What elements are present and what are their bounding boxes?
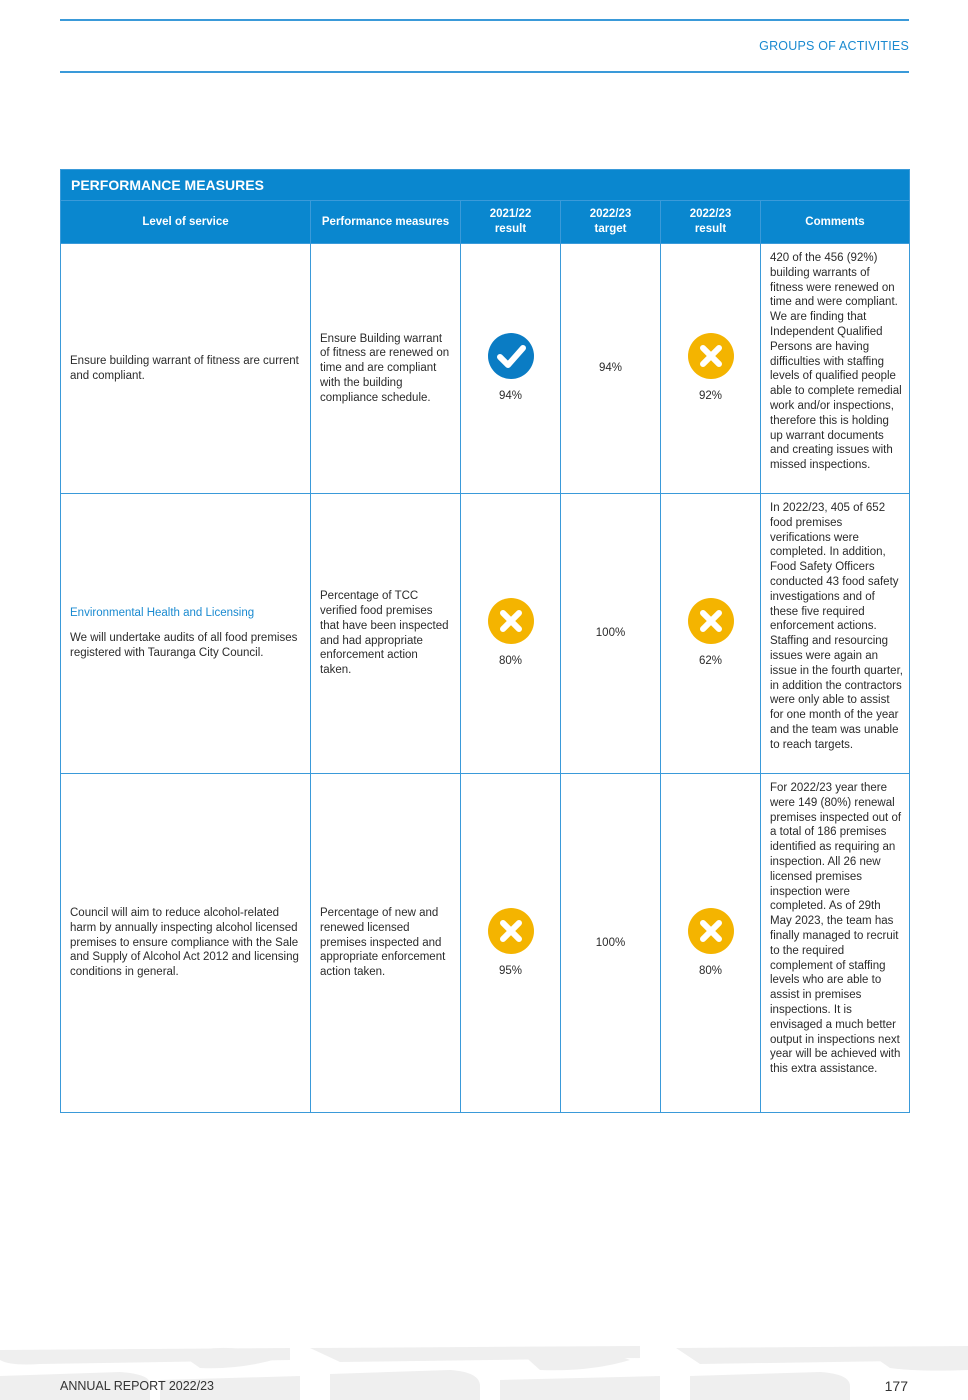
footer-pattern-graphic	[0, 1346, 968, 1400]
cross-icon	[687, 907, 734, 954]
page-number: 177	[884, 1378, 908, 1394]
performance-measure-cell: Percentage of new and renewed licensed p…	[310, 773, 461, 1113]
col-header-comments: Comments	[760, 200, 910, 244]
section-label: GROUPS OF ACTIVITIES	[759, 39, 909, 53]
result-2021-22-cell: 94%	[460, 243, 561, 494]
top-rule	[60, 19, 909, 21]
level-of-service-cell: Environmental Health and Licensing We wi…	[60, 493, 311, 774]
result-value: 80%	[498, 655, 523, 668]
target-2022-23-cell: 94%	[560, 243, 661, 494]
target-2022-23-cell: 100%	[560, 773, 661, 1113]
level-of-service-text: We will undertake audits of all food pre…	[70, 632, 298, 659]
level-of-service-text: Council will aim to reduce alcohol-relat…	[70, 907, 299, 979]
check-icon	[487, 333, 534, 380]
footer-report-title: ANNUAL REPORT 2022/23	[60, 1379, 215, 1393]
table-row: Ensure building warrant of fitness are c…	[60, 243, 910, 494]
result-2021-22-cell: 95%	[460, 773, 561, 1113]
col-header-performance-measures: Performance measures	[310, 200, 461, 244]
result-2022-23-cell: 62%	[660, 493, 761, 774]
level-of-service-text: Ensure building warrant of fitness are c…	[70, 354, 299, 382]
result-value: 92%	[698, 390, 723, 403]
comment-cell: For 2022/23 year there were 149 (80%) re…	[760, 773, 910, 1113]
result-value: 94%	[498, 390, 523, 403]
comment-cell: In 2022/23, 405 of 652 food premises ver…	[760, 493, 910, 774]
table-title: PERFORMANCE MEASURES	[60, 169, 910, 201]
table-row: Environmental Health and Licensing We wi…	[60, 493, 910, 774]
cross-icon	[687, 333, 734, 380]
header-rule	[60, 71, 909, 73]
result-value: 95%	[498, 964, 523, 977]
result-value: 80%	[698, 964, 723, 977]
performance-measure-cell: Ensure Building warrant of fitness are r…	[310, 243, 461, 494]
level-of-service-cell: Council will aim to reduce alcohol-relat…	[60, 773, 311, 1113]
environmental-health-link[interactable]: Environmental Health and Licensing	[70, 607, 255, 620]
target-2022-23-cell: 100%	[560, 493, 661, 774]
col-header-level-of-service: Level of service	[60, 200, 311, 244]
level-of-service-cell: Ensure building warrant of fitness are c…	[60, 243, 311, 494]
result-2021-22-cell: 80%	[460, 493, 561, 774]
result-value: 62%	[698, 655, 723, 668]
performance-measure-cell: Percentage of TCC verified food premises…	[310, 493, 461, 774]
result-2022-23-cell: 92%	[660, 243, 761, 494]
performance-measures-table: PERFORMANCE MEASURES Level of service Pe…	[60, 169, 910, 1113]
cross-icon	[487, 907, 534, 954]
cross-icon	[487, 598, 534, 645]
result-2022-23-cell: 80%	[660, 773, 761, 1113]
cross-icon	[687, 598, 734, 645]
table-header-row: Level of service Performance measures 20…	[60, 200, 910, 244]
comment-cell: 420 of the 456 (92%) building warrants o…	[760, 243, 910, 494]
table-row: Council will aim to reduce alcohol-relat…	[60, 773, 910, 1113]
